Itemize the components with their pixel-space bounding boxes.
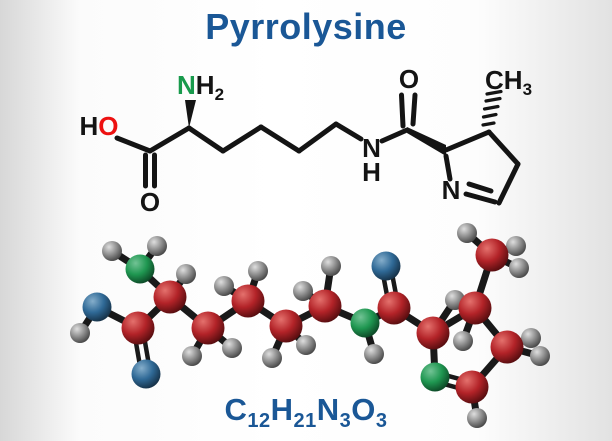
bond — [443, 153, 453, 182]
atom-C — [416, 316, 450, 350]
molecule-title: Pyrrolysine — [205, 6, 407, 47]
atom-H — [147, 236, 167, 256]
formula-element-symbol: C — [224, 392, 248, 427]
atom-H — [467, 408, 487, 428]
formula-element-count: 3 — [339, 410, 352, 433]
double-bond — [466, 181, 494, 194]
formula-element: O3 — [351, 392, 387, 431]
formula-element-count: 21 — [293, 410, 317, 433]
atom-H — [293, 281, 313, 301]
molecular-formula: C12H21N3O3 — [0, 392, 612, 431]
atom-C — [269, 309, 303, 343]
formula-element-symbol: H — [270, 392, 294, 427]
atom-H — [506, 236, 526, 256]
atom-O — [131, 359, 161, 389]
amide-hydrogen-label: H — [362, 157, 381, 187]
ball-and-stick-model — [70, 223, 550, 428]
double-bond — [463, 191, 498, 205]
atom-H — [364, 344, 384, 364]
atom-H — [530, 346, 550, 366]
wedge-bond — [185, 100, 196, 128]
atom-C — [308, 289, 342, 323]
atom-C — [377, 291, 411, 325]
bond — [496, 161, 521, 206]
skeletal-formula: HO O NH2 N H O N CH3 — [79, 64, 532, 217]
bond — [486, 129, 521, 167]
bond — [147, 125, 192, 154]
bond — [114, 135, 153, 154]
bold-wedge-bond — [407, 127, 446, 156]
atom-O — [82, 292, 112, 322]
atom-H — [457, 223, 477, 243]
ring-nitrogen-label: N — [442, 175, 461, 205]
double-bond — [399, 92, 406, 129]
carboxyl-oxygen-label: O — [140, 187, 160, 217]
hash-mark — [482, 104, 500, 111]
bond — [333, 121, 364, 142]
formula-element: C12 — [224, 392, 270, 431]
formula-element-symbol: O — [351, 392, 376, 427]
atom-H — [321, 256, 341, 276]
atom-C — [121, 311, 155, 345]
atom-C — [458, 291, 492, 325]
atom-H — [70, 323, 90, 343]
atom-H — [248, 261, 268, 281]
hash-mark — [481, 121, 496, 127]
bond — [379, 127, 410, 144]
atom-H — [262, 348, 282, 368]
atom-C — [455, 370, 489, 404]
atom-H — [102, 241, 122, 261]
atom-H — [222, 338, 242, 358]
double-bond — [410, 92, 418, 127]
bond — [258, 124, 302, 154]
formula-element-count: 12 — [247, 410, 271, 433]
hash-mark — [484, 96, 502, 103]
atom-N — [350, 308, 380, 338]
amide-oxygen-label: O — [399, 64, 419, 94]
bond — [296, 121, 339, 154]
atom-H — [509, 258, 529, 278]
atom-O — [371, 251, 401, 281]
formula-element: H21 — [270, 392, 317, 431]
atom-H — [182, 346, 202, 366]
atom-C — [490, 330, 524, 364]
hash-mark — [485, 89, 503, 96]
atom-H — [453, 331, 473, 351]
atom-N — [420, 362, 450, 392]
atom-C — [475, 238, 509, 272]
hydroxyl-label: HO — [79, 111, 118, 141]
formula-element-symbol: N — [316, 392, 340, 427]
formula-element: N3 — [316, 392, 352, 431]
amide-nitrogen-label: N — [362, 133, 381, 163]
atom-H — [296, 335, 316, 355]
atom-N — [125, 254, 155, 284]
atom-H — [214, 276, 234, 296]
atom-C — [153, 280, 187, 314]
methyl-label: CH3 — [485, 65, 532, 99]
bond — [186, 125, 226, 154]
atom-H — [176, 264, 196, 284]
hash-mark — [481, 112, 498, 119]
bond — [443, 129, 492, 153]
atom-H — [521, 328, 541, 348]
formula-element-count: 3 — [375, 410, 388, 433]
atom-C — [231, 284, 265, 318]
atom-C — [191, 311, 225, 345]
amine-label: NH2 — [177, 70, 224, 104]
bond — [220, 124, 264, 154]
